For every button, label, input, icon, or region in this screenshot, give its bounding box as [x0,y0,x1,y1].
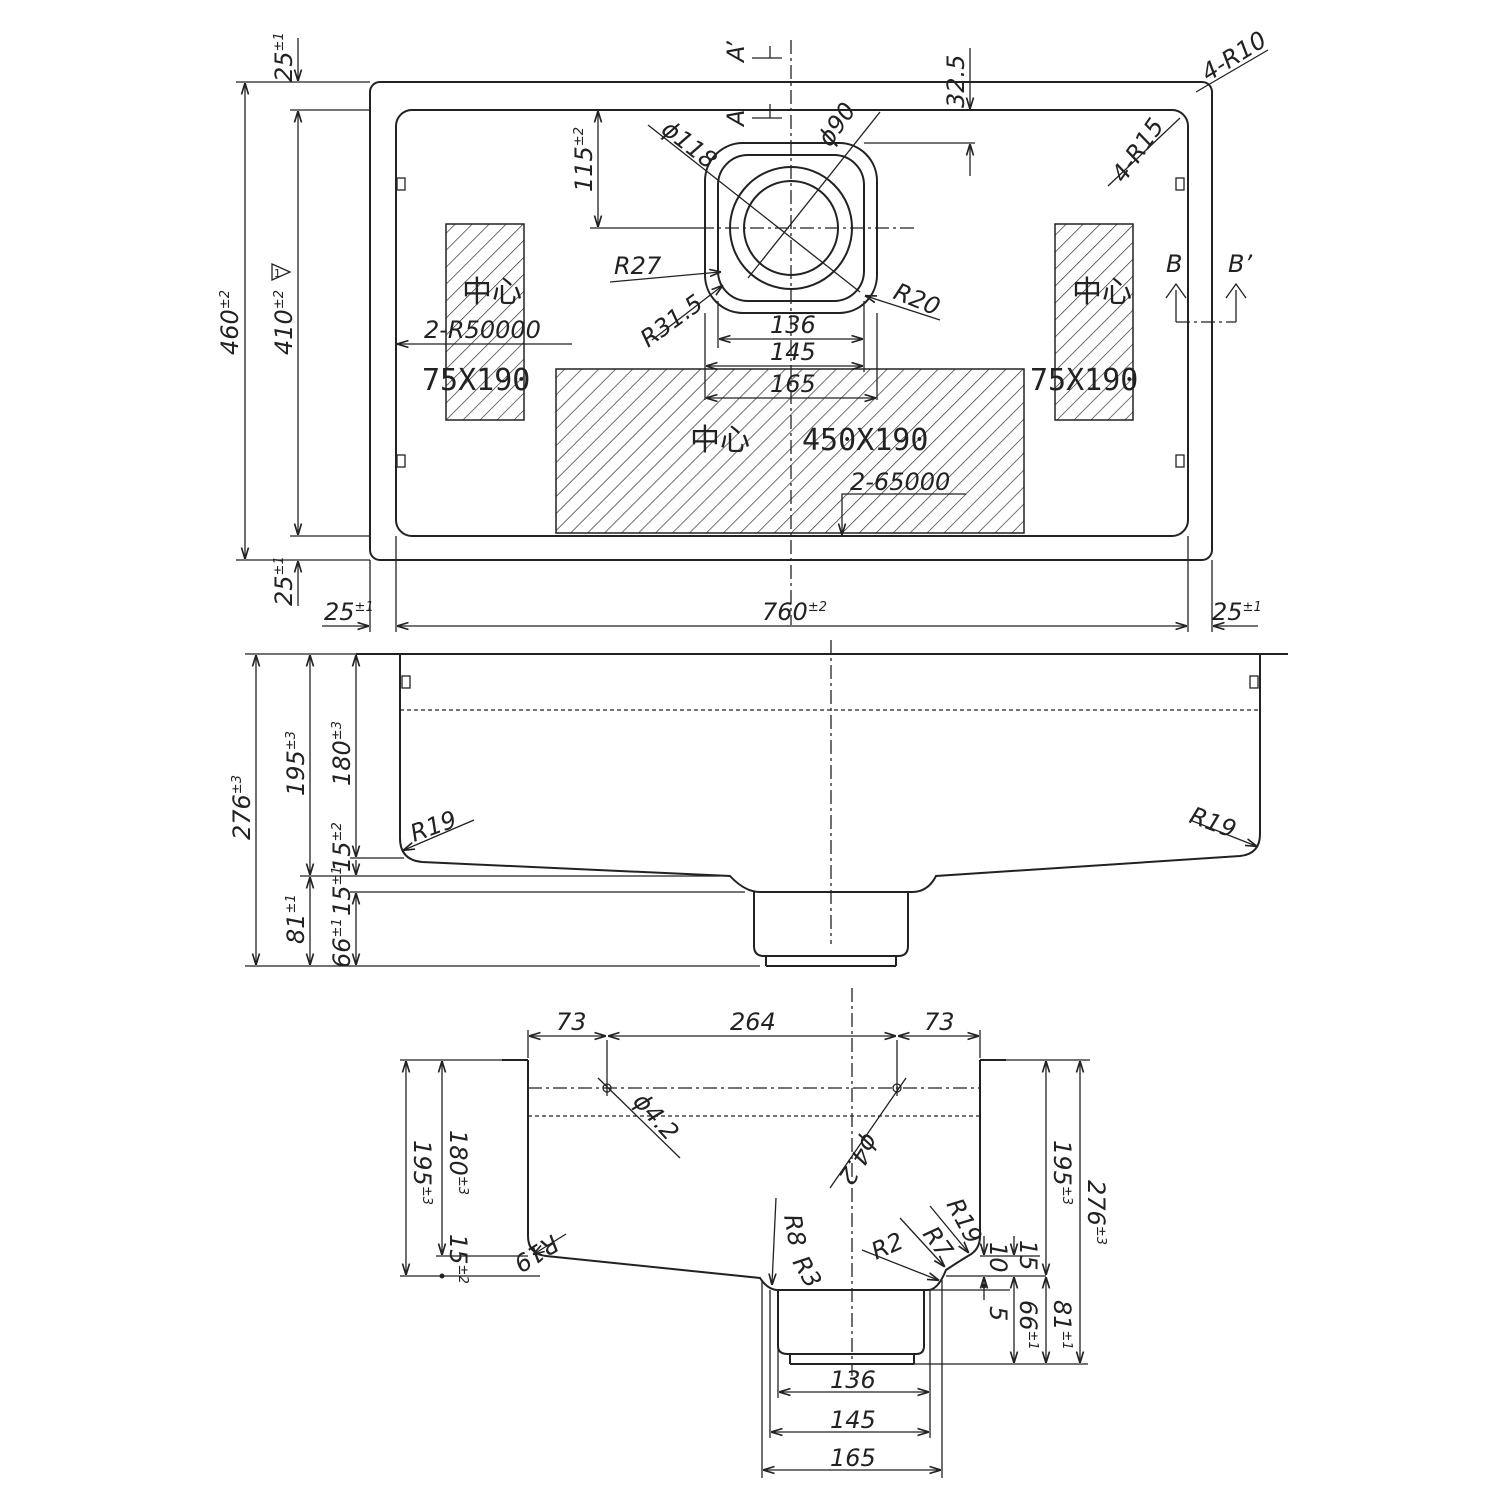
side-dim-15b: 15±1 [328,866,356,916]
tab-mark [1175,454,1185,468]
phi42-left: ϕ4.2 [628,1087,685,1146]
section-dim-73-left: 73 [556,1008,587,1036]
side-r19-left: R19 [406,805,460,847]
section-mark-a: A [722,110,750,128]
r31-5-label: R31.5 [635,289,708,353]
side-body-outline [399,654,1261,893]
r27-label: R27 [614,252,662,280]
side-dim-66: 66±1 [328,918,356,968]
section-view: 73 264 73 ϕ4.2 ϕ4.2 195±3 180±3 15±2 R19… [400,988,1110,1478]
section-body-outline [527,1060,981,1291]
r15-label: 4-R15 [1106,113,1170,187]
r20-label: R20 [890,278,944,322]
section-mark-b: B [1166,250,1182,278]
r8-label: R8 [778,1212,811,1248]
dim-115: 115±2 [570,127,598,192]
section-dim-73-right: 73 [924,1008,955,1036]
section-dim-136: 136 [830,1366,876,1394]
section-mark-b-prime: B’ [1228,250,1252,278]
section-dim-66-right: 66±1 [1014,1300,1042,1350]
top-inner-bowl [395,109,1189,537]
dim-10: 10 [984,1242,1012,1273]
dim-25-top: 25±1 [270,32,298,82]
side-dim-276: 276±3 [228,775,256,840]
section-drain [777,1290,925,1355]
section-r19-left: R19 [509,1229,564,1278]
left-pad-size: 75X190 [422,363,530,398]
side-drain [753,892,909,957]
right-pad-size: 75X190 [1030,363,1138,398]
section-dim-165: 165 [830,1444,876,1472]
r2-label: R2 [867,1227,908,1266]
r3-label: R3 [787,1251,827,1293]
note-triangle: 1 [271,262,292,282]
right-pad [1054,223,1134,421]
dim-136-top: 136 [770,311,816,339]
phi42-right: ϕ4.2 [832,1129,884,1190]
middle-pad-center: 中心 [690,423,750,458]
phi118-label: ϕ118 [656,115,722,175]
tab-mark [396,177,406,191]
middle-pad-size: 450X190 [802,423,928,458]
dim-32-5: 32.5 [942,55,970,108]
side-view: 276±3 195±3 180±3 15±2 15±1 81±1 66±1 R1… [228,640,1288,968]
left-pad-center: 中心 [462,275,522,310]
svg-text:1: 1 [274,267,281,280]
dim-145-top: 145 [770,338,816,366]
section-dim-276-right: 276±3 [1082,1180,1110,1245]
right-pad-center: 中心 [1072,275,1132,310]
side-dim-195: 195±3 [282,731,310,796]
phi118-leader [647,124,861,293]
phi90-leader [747,111,881,279]
top-view: 25±1 460±2 410±2 1 25±1 25±1 760±2 25±1 … [216,26,1272,632]
section-dim-195-left: 195±3 [408,1140,436,1205]
side-dim-15a: 15±2 [328,822,356,872]
side-dim-180: 180±3 [328,721,356,786]
dim-760: 760±2 [762,598,827,626]
left-pad [445,223,525,421]
section-dim-145: 145 [830,1406,876,1434]
dim-25-right: 25±1 [1212,598,1262,626]
dim-25-bottom: 25±1 [270,556,298,606]
tab-mark [396,454,406,468]
dim-165-top: 165 [770,370,816,398]
dim-410: 410±2 [270,290,298,355]
section-mark-a-prime: A’ [722,41,750,64]
section-dim-15-right: 15 [1014,1240,1042,1271]
r50000-label: 2-R50000 [424,316,541,344]
dim-25-left: 25±1 [324,598,374,626]
dim-460: 460±2 [216,290,244,355]
side-dim-81: 81±1 [282,894,310,944]
r65000-label: 2-65000 [850,468,950,496]
r10-label: 4-R10 [1196,26,1271,87]
section-dim-195-right: 195±3 [1048,1140,1076,1205]
section-dim-81-right: 81±1 [1048,1300,1076,1350]
tab-mark [1175,177,1185,191]
section-dim-180-left: 180±3 [444,1130,472,1195]
dim-5: 5 [984,1306,1012,1321]
section-dim-264: 264 [730,1008,776,1036]
section-dim-15-left: 15±2 [444,1234,472,1284]
side-r19-right: R19 [1186,801,1240,843]
